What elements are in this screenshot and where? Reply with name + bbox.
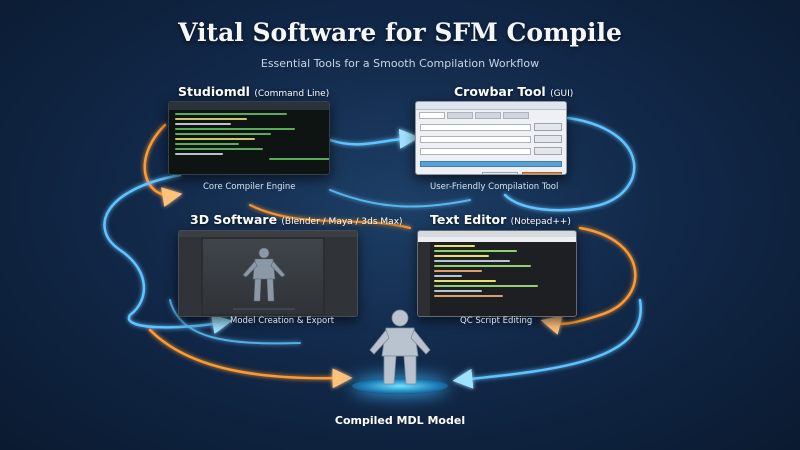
page-title: Vital Software for SFM Compile	[178, 18, 622, 47]
text-editor-window	[417, 230, 577, 317]
crowbar-tab[interactable]	[419, 112, 445, 119]
editor-menubar[interactable]	[418, 237, 576, 242]
editor-code-area[interactable]	[434, 245, 572, 300]
crowbar-tab[interactable]	[447, 112, 473, 119]
arrow-left-loop	[103, 173, 233, 335]
3d-character-figure	[233, 247, 295, 310]
software3d-title: 3D Software (Blender / Maya / 3ds Max)	[190, 212, 403, 227]
arrow-left-bottom-blue	[169, 299, 301, 345]
editor-caption: QC Script Editing	[460, 316, 533, 326]
arrow-top	[328, 128, 420, 149]
editor-title-text: Text Editor	[430, 212, 507, 227]
editor-title: Text Editor (Notepad++)	[430, 212, 571, 227]
arrow-center-b	[248, 203, 412, 230]
compile-progress-bar	[420, 161, 562, 167]
compiled-model-label: Compiled MDL Model	[334, 414, 466, 427]
crowbar-title-text: Crowbar Tool	[454, 84, 546, 99]
model-pedestal	[352, 378, 448, 394]
crowbar-title-note: (GUI)	[550, 89, 574, 99]
editor-title-note: (Notepad++)	[510, 217, 571, 227]
crowbar-titlebar	[416, 102, 566, 110]
software3d-title-note: (Blender / Maya / 3ds Max)	[281, 217, 403, 227]
3d-software-titlebar	[179, 231, 357, 237]
browse-button[interactable]	[534, 123, 562, 131]
browse-button[interactable]	[534, 147, 562, 155]
3d-viewport[interactable]	[203, 239, 323, 314]
crowbar-tab[interactable]	[503, 112, 529, 119]
arrow-right-loop	[540, 226, 637, 335]
arrow-right-top	[503, 116, 636, 212]
editor-titlebar	[418, 231, 576, 237]
software3d-caption: Model Creation & Export	[230, 316, 335, 326]
page-subtitle: Essential Tools for a Smooth Compilation…	[260, 57, 540, 70]
studiomdl-title: Studiomdl (Command Line)	[178, 84, 329, 99]
arrow-left-top	[143, 123, 183, 207]
crowbar-tabs	[416, 110, 566, 121]
studiomdl-caption: Core Compiler Engine	[203, 182, 296, 192]
terminal-titlebar	[169, 102, 329, 110]
studiomdl-title-text: Studiomdl	[178, 84, 250, 99]
studiomdl-title-note: (Command Line)	[254, 89, 330, 99]
crowbar-window	[415, 101, 567, 175]
crowbar-input-field[interactable]	[420, 147, 531, 155]
editor-line-gutter	[418, 242, 430, 316]
3d-software-window	[178, 230, 358, 317]
software3d-title-text: 3D Software	[190, 212, 278, 227]
arrow-left-bottom	[148, 328, 353, 389]
crowbar-title: Crowbar Tool (GUI)	[454, 84, 573, 99]
compile-button[interactable]	[482, 172, 518, 174]
browse-button[interactable]	[534, 135, 562, 143]
batch-compile-button[interactable]	[522, 172, 562, 174]
crowbar-input-field[interactable]	[420, 123, 531, 131]
arrow-center-a	[329, 189, 471, 208]
crowbar-tab[interactable]	[475, 112, 501, 119]
crowbar-input-field[interactable]	[420, 135, 531, 143]
3d-software-left-panel	[179, 237, 201, 316]
3d-software-right-panel	[325, 237, 357, 316]
arrow-right-bottom	[452, 298, 642, 389]
crowbar-caption: User-Friendly Compilation Tool	[430, 182, 559, 192]
terminal-window	[168, 101, 330, 175]
